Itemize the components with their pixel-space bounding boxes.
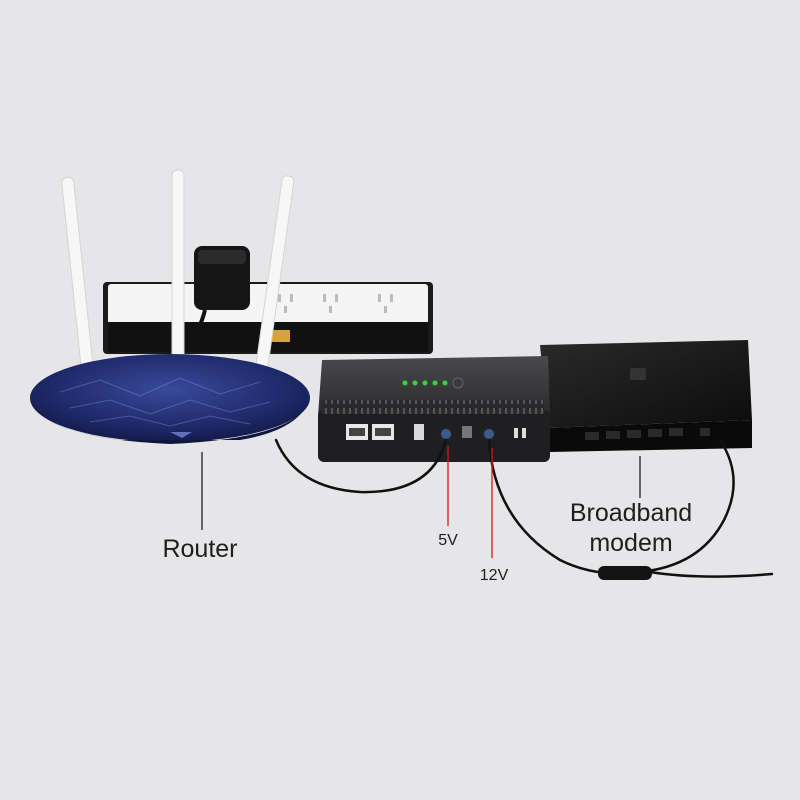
- usb-port-icon: [414, 424, 424, 440]
- outlet-icon: [378, 294, 393, 313]
- cable-connector: [598, 566, 652, 580]
- router-body: [30, 354, 310, 444]
- pointer-lines: [201, 446, 641, 558]
- dc-port-5v-icon: [439, 427, 453, 441]
- dc-port-12v-icon: [482, 427, 496, 441]
- router-antennas: [61, 169, 295, 385]
- modem-label-line2: modem: [589, 529, 673, 557]
- led-indicators: [402, 380, 448, 386]
- logo-icon: [630, 368, 646, 380]
- outlet-icon: [323, 294, 338, 313]
- voltage-12v-label: 12V: [479, 567, 509, 584]
- mini-ups: [318, 356, 550, 462]
- power-button-icon: [452, 377, 464, 389]
- voltage-5v-label: 5V: [438, 532, 458, 549]
- router-label: Router: [162, 535, 238, 563]
- broadband-modem: [540, 340, 752, 452]
- outlet-icon: [278, 294, 293, 313]
- modem-label: Broadband modem: [556, 498, 706, 558]
- modem-label-line1: Broadband: [569, 499, 693, 527]
- power-adapter: [188, 246, 250, 342]
- ethernet-port-icon: [346, 424, 394, 440]
